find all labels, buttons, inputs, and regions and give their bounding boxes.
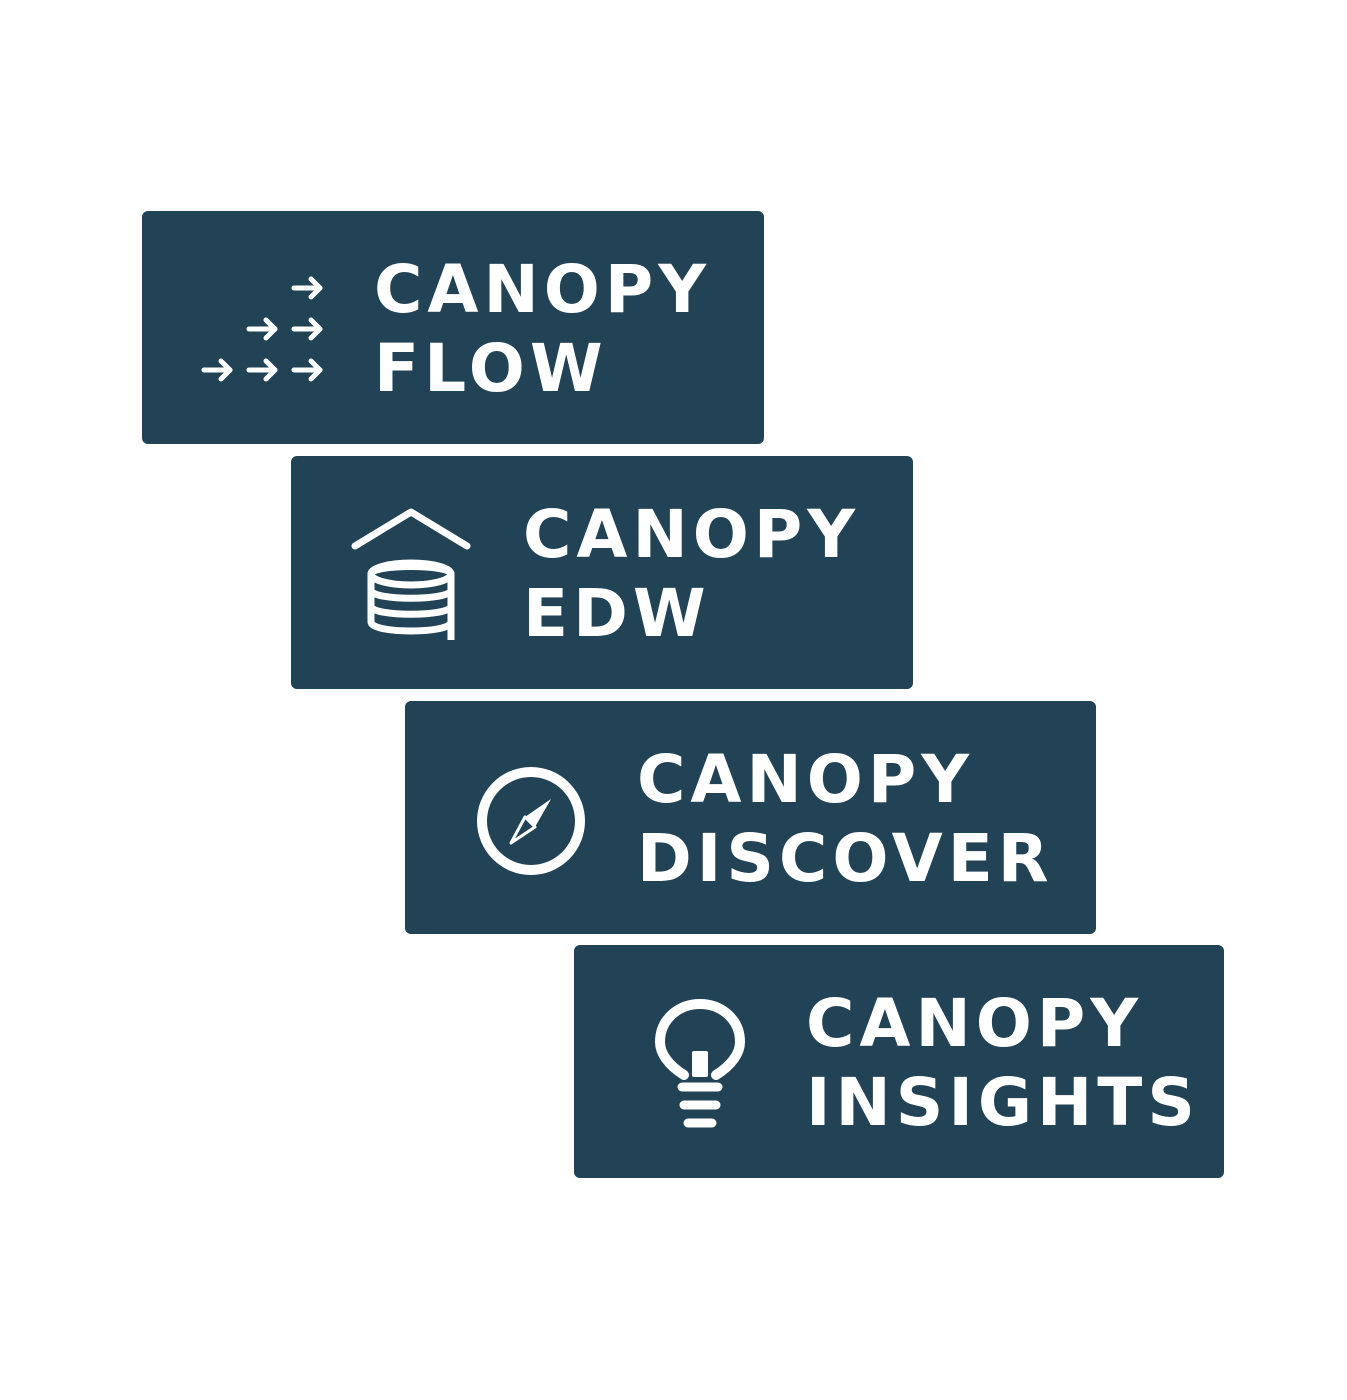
database-roof-icon: [351, 508, 471, 640]
tile-label-line2: DISCOVER: [637, 820, 1054, 897]
tile-label-line1: CANOPY: [806, 985, 1144, 1062]
tile-label-line2: FLOW: [374, 330, 608, 407]
canopy-flow-tile: CANOPY FLOW: [142, 211, 764, 444]
tile-label-line1: CANOPY: [637, 741, 975, 818]
tile-label: CANOPY FLOW: [374, 250, 711, 408]
canopy-discover-tile: CANOPY DISCOVER: [405, 701, 1096, 934]
compass-icon: [477, 767, 585, 875]
lightbulb-icon: [655, 999, 745, 1128]
tile-label-line1: CANOPY: [374, 251, 712, 328]
canopy-edw-tile: CANOPY EDW: [291, 456, 913, 689]
tile-label: CANOPY INSIGHTS: [806, 984, 1200, 1142]
arrows-flow-icon: [201, 276, 323, 382]
tile-label-line2: EDW: [523, 575, 711, 652]
canopy-insights-tile: CANOPY INSIGHTS: [574, 945, 1224, 1178]
tile-label-line1: CANOPY: [523, 496, 861, 573]
tile-label-line2: INSIGHTS: [806, 1064, 1200, 1141]
tile-label: CANOPY DISCOVER: [637, 740, 1054, 898]
tile-label: CANOPY EDW: [523, 495, 860, 653]
